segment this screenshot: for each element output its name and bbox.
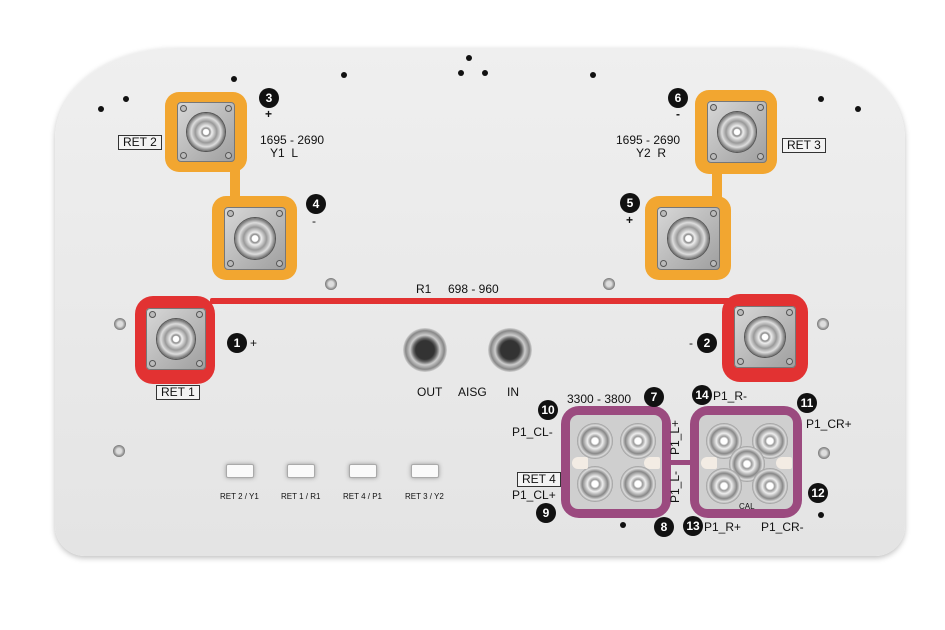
p1-l-plus-label: P1_L+ [668, 419, 682, 455]
led-ret4-p1 [349, 464, 377, 478]
ret3-band: Y2 R [636, 146, 667, 160]
p1-cr-minus-connector[interactable] [752, 468, 788, 504]
badge-10: 10 [538, 400, 558, 420]
aisg-label: AISG [458, 385, 487, 399]
ret3-connector-6[interactable] [707, 101, 767, 163]
led-label: RET 4 / P1 [343, 492, 382, 501]
badge-4: 4 [306, 194, 326, 214]
p1-l-plus-connector[interactable] [620, 423, 656, 459]
latch-tab [776, 457, 792, 469]
sign-3: + [265, 107, 273, 121]
badge-3: 3 [259, 88, 279, 108]
aisg-in-connector[interactable] [488, 328, 532, 372]
p1-cr-plus-label: P1_CR+ [806, 417, 852, 431]
ret2-connector-3[interactable] [177, 102, 235, 162]
badge-11: 11 [797, 393, 817, 413]
aisg-out-label: OUT [417, 385, 443, 399]
p1-r-plus-connector[interactable] [706, 468, 742, 504]
led-label: RET 3 / Y2 [405, 492, 444, 501]
badge-14: 14 [692, 385, 712, 405]
badge-8: 8 [654, 517, 674, 537]
p1-r-plus-label: P1_R+ [704, 520, 742, 534]
p1-cl-minus-label: P1_CL- [512, 425, 553, 439]
ret2-band: Y1 L [270, 146, 299, 160]
badge-5: 5 [620, 193, 640, 213]
sign-6: - [676, 107, 680, 121]
ret1-freq: 698 - 960 [448, 282, 499, 296]
ret1-connector-2[interactable] [734, 306, 796, 368]
p1-cl-minus-connector[interactable] [577, 423, 613, 459]
led-ret1-r1 [287, 464, 315, 478]
ret2-connector-4[interactable] [224, 207, 286, 270]
badge-12: 12 [808, 483, 828, 503]
led-ret2-y1 [226, 464, 254, 478]
ret1-label: RET 1 [156, 385, 200, 400]
latch-tab [701, 457, 717, 469]
led-label: RET 1 / R1 [281, 492, 321, 501]
ret2-freq: 1695 - 2690 [260, 133, 325, 147]
aisg-in-label: IN [507, 385, 519, 399]
p1-cl-plus-label: P1_CL+ [512, 488, 556, 502]
p1-l-minus-label: P1_L- [668, 470, 682, 503]
purple-band-link [664, 460, 696, 465]
led-ret3-y2 [411, 464, 439, 478]
ret3-label: RET 3 [782, 138, 826, 153]
orange-band-link-right [712, 160, 722, 205]
aisg-out-connector[interactable] [403, 328, 447, 372]
ret4-label: RET 4 [517, 472, 561, 487]
sign-2: - [689, 336, 693, 350]
badge-13: 13 [683, 516, 703, 536]
latch-tab [572, 457, 588, 469]
p1-l-minus-connector[interactable] [620, 466, 656, 502]
led-label: RET 2 / Y1 [220, 492, 259, 501]
sign-4: - [312, 214, 316, 228]
p1-cr-minus-label: P1_CR- [761, 520, 804, 534]
cal-label: CAL [739, 502, 755, 511]
red-band-link [210, 298, 730, 304]
badge-9: 9 [536, 503, 556, 523]
badge-1: 1 [227, 333, 247, 353]
badge-2: 2 [697, 333, 717, 353]
badge-7: 7 [644, 387, 664, 407]
sign-1: + [250, 336, 258, 350]
p1-r-minus-label: P1_R- [713, 389, 748, 403]
p1-cl-plus-connector[interactable] [577, 466, 613, 502]
ret1-connector-1[interactable] [146, 308, 206, 370]
ret4-freq: 3300 - 3800 [567, 392, 632, 406]
ret1-band: R1 [416, 282, 432, 296]
orange-band-link [230, 160, 240, 205]
sign-5: + [626, 213, 634, 227]
ret2-label: RET 2 [118, 135, 162, 150]
ret3-connector-5[interactable] [657, 207, 720, 270]
latch-tab [644, 457, 660, 469]
badge-6: 6 [668, 88, 688, 108]
ret3-freq: 1695 - 2690 [616, 133, 681, 147]
